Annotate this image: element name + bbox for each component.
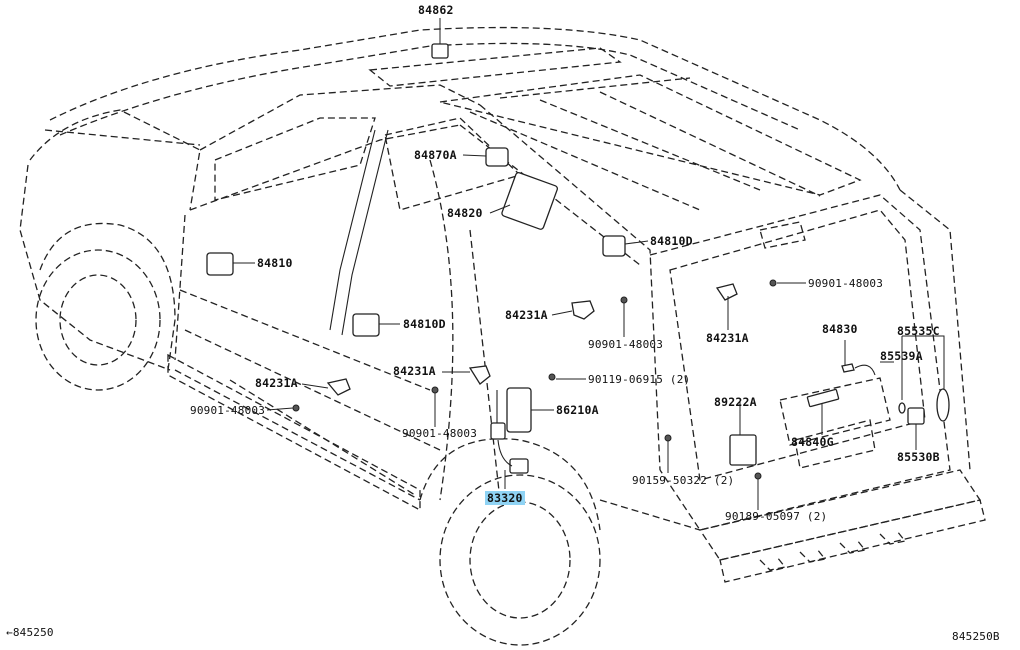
part-84231a-rear-icon bbox=[715, 283, 738, 301]
screw-90119-06915-icon bbox=[548, 373, 556, 381]
part-84231a-mid-icon bbox=[571, 300, 595, 320]
part-85530b-icon bbox=[907, 407, 925, 425]
label-86210a: 86210A bbox=[556, 403, 599, 417]
label-90901-48003-tr: 90901-48003 bbox=[808, 277, 884, 290]
label-83320-highlight: 83320 bbox=[485, 491, 525, 505]
part-84820-icon bbox=[501, 171, 559, 230]
label-85530b: 85530B bbox=[897, 450, 940, 464]
part-86210a-icon bbox=[506, 387, 532, 433]
part-83320-sensor-icon bbox=[509, 458, 529, 474]
part-84231a-front-icon bbox=[468, 365, 491, 385]
label-90159-50322: 90159-50322 (2) bbox=[632, 474, 735, 487]
part-84862-icon bbox=[431, 43, 449, 59]
label-85539a: 85539A bbox=[880, 349, 923, 363]
label-84870a: 84870A bbox=[414, 148, 457, 162]
part-84810-icon bbox=[206, 252, 234, 276]
footer-left-reference: ←845250 bbox=[6, 626, 54, 639]
label-89222a: 89222A bbox=[714, 395, 757, 409]
label-84810d-rear: 84810D bbox=[650, 234, 693, 248]
label-84820: 84820 bbox=[447, 206, 483, 220]
label-84840g: 84840G bbox=[791, 435, 834, 449]
label-83320: 83320 bbox=[485, 491, 525, 505]
label-84862: 84862 bbox=[418, 3, 454, 17]
part-85535c-icon bbox=[936, 388, 950, 422]
label-84231a-rear: 84231A bbox=[706, 331, 749, 345]
label-84810: 84810 bbox=[257, 256, 293, 270]
part-84231a-left-icon bbox=[326, 378, 351, 396]
part-84810d-mid-icon bbox=[352, 313, 380, 337]
part-85539a-icon bbox=[898, 402, 906, 414]
label-84810d-mid: 84810D bbox=[403, 317, 446, 331]
part-89222a-icon bbox=[729, 434, 757, 466]
label-85535c: 85535C bbox=[897, 324, 940, 338]
label-90189-05097: 90189-05097 (2) bbox=[725, 510, 828, 523]
part-84870a-icon bbox=[485, 147, 509, 167]
part-84840g-icon bbox=[806, 388, 840, 408]
part-83320-connector-icon bbox=[490, 422, 506, 440]
label-84231a-mid: 84231A bbox=[505, 308, 548, 322]
screw-90189-05097-icon bbox=[754, 472, 762, 480]
label-84830: 84830 bbox=[822, 322, 858, 336]
screw-90901-48003-mid-icon bbox=[620, 296, 628, 304]
label-90119-06915: 90119-06915 (2) bbox=[588, 373, 691, 386]
label-90901-48003-low: 90901-48003 bbox=[402, 427, 478, 440]
footer-right-reference: 845250B bbox=[952, 630, 1000, 643]
label-90901-48003-left: 90901-48003 bbox=[190, 404, 266, 417]
label-84231a-front: 84231A bbox=[393, 364, 436, 378]
part-84810d-rear-icon bbox=[602, 235, 626, 257]
screw-90901-48003-low-icon bbox=[431, 386, 439, 394]
screw-90159-50322-icon bbox=[664, 434, 672, 442]
label-90901-48003-mid: 90901-48003 bbox=[588, 338, 664, 351]
part-84830-icon bbox=[841, 363, 855, 373]
label-84231a-left: 84231A bbox=[255, 376, 298, 390]
screw-90901-48003-tr-icon bbox=[769, 279, 777, 287]
screw-90901-48003-left-icon bbox=[292, 404, 300, 412]
